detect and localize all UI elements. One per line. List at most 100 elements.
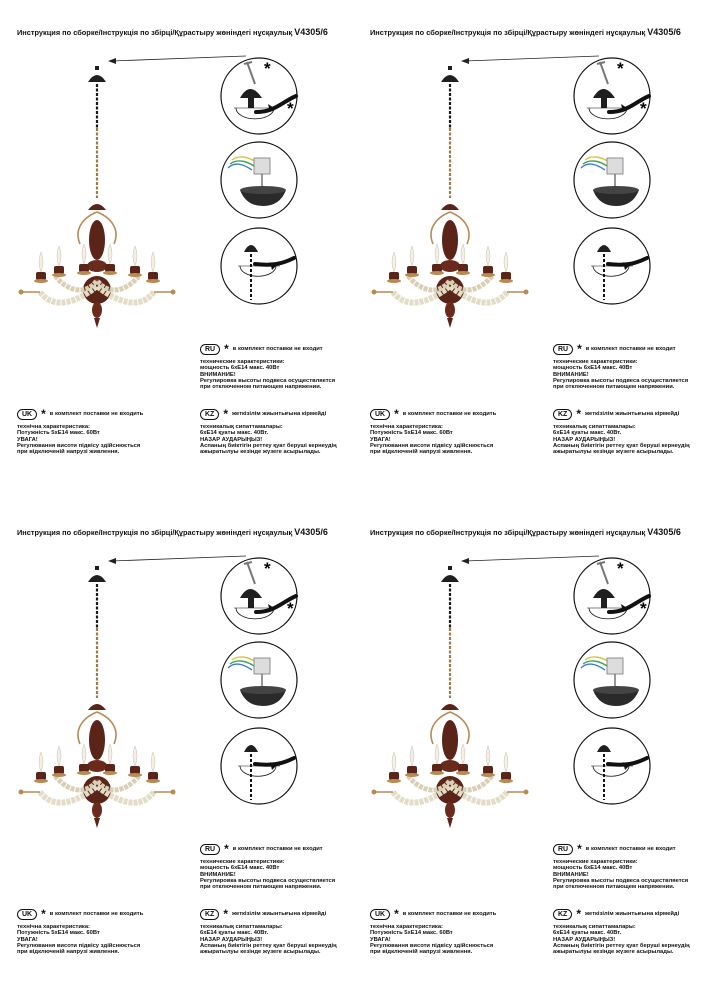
spec-line: Потужність 5хЕ14 макс. 60Вт <box>370 430 453 437</box>
detail-circle-canopy-fixing <box>220 727 298 805</box>
instruction-panel: Инструкция по сборке/Інструкція по збірц… <box>0 500 353 1000</box>
kz-badge: KZ <box>553 909 573 920</box>
spec-line: УВАГА! <box>370 436 391 443</box>
kz-badge: KZ <box>553 409 573 420</box>
spec-block-ru: RU * в комплект поставки не входит техни… <box>200 343 335 390</box>
spec-line: 6хЕ14 қуаты макс. 40Вт. <box>553 430 622 437</box>
star-mark: * <box>577 842 582 856</box>
spec-line: Регулювання висоти підвісу здійснюється <box>370 942 494 949</box>
not-included-note: в комплект поставки не входит <box>585 346 676 353</box>
spec-line: ВНИМАНИЕ! <box>200 871 236 878</box>
instruction-panel: Инструкция по сборке/Інструкція по збірц… <box>353 500 706 1000</box>
detail-circle-canopy-screws <box>220 57 298 135</box>
spec-block-kz: KZ * жеткізілім жиынтығына кірмейді техн… <box>553 907 690 955</box>
page-title: Инструкция по сборке/Інструкція по збірц… <box>17 527 328 537</box>
star-mark-2: * <box>640 99 647 118</box>
spec-block-uk: UK * в комплект поставки не входить техн… <box>17 908 143 956</box>
not-included-note: в комплект поставки не входить <box>402 911 497 918</box>
not-included-note: в комплект поставки не входить <box>402 411 497 418</box>
detail-circle-wiring <box>573 641 651 719</box>
assembly-illustration: * * <box>18 55 298 328</box>
spec-line: техникалық сипаттамалары: <box>200 924 283 930</box>
detail-circle-wiring <box>220 641 298 719</box>
pointer-arrow <box>108 555 247 564</box>
spec-line: НАЗАР АУДАРЫҢЫЗ! <box>200 936 263 943</box>
spec-line: Аспаның биіктігін реттеу қуат беруші кер… <box>200 942 337 949</box>
spec-line: Потужність 5хЕ14 макс. 60Вт <box>370 930 453 937</box>
spec-line: технические характеристики: <box>200 859 285 865</box>
uk-badge: UK <box>370 909 391 920</box>
not-included-note: жеткізілім жиынтығына кірмейді <box>585 911 680 918</box>
spec-block-uk: UK * в комплект поставки не входить техн… <box>370 908 497 955</box>
spec-line: Аспаның биіктігін реттеу қуат беруші кер… <box>200 442 337 449</box>
star-mark: * <box>224 842 229 856</box>
not-included-note: в комплект поставки не входит <box>232 346 323 353</box>
spec-line: мощность 6хЕ14 макс. 40Вт <box>553 365 633 372</box>
pointer-arrow <box>461 55 600 64</box>
star-mark: * <box>577 342 582 356</box>
model-number: V4305/6 <box>647 27 681 37</box>
page-title: Инструкция по сборке/Інструкція по збірц… <box>370 527 681 537</box>
uk-badge: UK <box>17 909 38 920</box>
spec-block-ru: RU * в комплект поставки не входит техни… <box>553 342 689 390</box>
spec-line: ВНИМАНИЕ! <box>553 871 589 878</box>
chandelier-image <box>18 66 176 328</box>
title-text: Инструкция по сборке/Інструкція по збірц… <box>370 528 646 537</box>
star-mark-1: * <box>617 559 624 578</box>
spec-line: при відключеній напрузі живлення. <box>17 949 120 956</box>
spec-line: технические характеристики: <box>200 359 285 365</box>
spec-line: при відключеній напрузі живлення. <box>370 449 473 456</box>
detail-circle-canopy-screws <box>573 557 651 635</box>
spec-line: при відключеній напрузі живлення. <box>17 449 120 456</box>
spec-line: мощность 6хЕ14 макс. 40Вт <box>200 865 280 872</box>
star-mark: * <box>576 407 582 421</box>
star-mark: * <box>223 407 229 421</box>
spec-block-kz: KZ * жеткізілім жиынтығына кірмейді техн… <box>200 908 337 955</box>
detail-circle-wiring <box>573 141 651 219</box>
chandelier-image <box>371 66 529 328</box>
spec-line: при отключенном питающем напряжении. <box>200 884 322 891</box>
star-mark-1: * <box>264 59 271 78</box>
pointer-arrow <box>108 55 247 64</box>
detail-circle-canopy-screws <box>573 57 651 135</box>
assembly-illustration: * * <box>18 555 298 828</box>
spec-line: технічна характеристика: <box>17 924 90 930</box>
star-mark-1: * <box>617 59 624 78</box>
spec-line: 6хЕ14 қуаты макс. 40Вт. <box>200 930 269 937</box>
spec-line: техникалық сипаттамалары: <box>553 424 636 430</box>
not-included-note: жеткізілім жиынтығына кірмейді <box>232 411 327 418</box>
not-included-note: жеткізілім жиынтығына кірмейді <box>232 911 327 918</box>
ru-badge: RU <box>553 344 574 355</box>
star-mark: * <box>576 907 582 921</box>
ru-badge: RU <box>553 844 574 855</box>
instruction-panel: Инструкция по сборке/Інструкція по збірц… <box>0 0 353 500</box>
detail-circle-canopy-screws <box>220 557 298 635</box>
spec-line: НАЗАР АУДАРЫҢЫЗ! <box>553 436 616 443</box>
spec-line: 6хЕ14 қуаты макс. 40Вт. <box>553 930 622 937</box>
spec-line: НАЗАР АУДАРЫҢЫЗ! <box>553 936 616 943</box>
star-mark-2: * <box>640 599 647 618</box>
spec-block-ru: RU * в комплект поставки не входит техни… <box>200 842 335 891</box>
spec-line: ВНИМАНИЕ! <box>200 371 236 378</box>
assembly-illustration: * * <box>371 55 651 328</box>
uk-badge: UK <box>370 409 391 420</box>
spec-line: Регулировка высоты подвеса осуществляетс… <box>553 377 689 384</box>
not-included-note: жеткізілім жиынтығына кірмейді <box>585 411 680 418</box>
kz-badge: KZ <box>200 409 220 420</box>
spec-line: ажыратылуы кезінде жүзеге асырылады. <box>553 449 674 456</box>
spec-line: технічна характеристика: <box>370 424 443 430</box>
pointer-arrow <box>461 555 600 564</box>
instruction-panel: Инструкция по сборке/Інструкція по збірц… <box>353 0 706 500</box>
spec-line: Аспаның биіктігін реттеу қуат беруші кер… <box>553 442 690 449</box>
spec-line: Регулювання висоти підвісу здійснюється <box>370 442 494 449</box>
ru-badge: RU <box>200 844 221 855</box>
spec-block-kz: KZ * жеткізілім жиынтығына кірмейді техн… <box>553 407 690 456</box>
spec-line: ажыратылуы кезінде жүзеге асырылады. <box>200 449 321 456</box>
model-number: V4305/6 <box>294 527 328 537</box>
spec-block-uk: UK * в комплект поставки не входить техн… <box>17 408 143 456</box>
spec-line: мощность 6хЕ14 макс. 40Вт <box>553 865 633 872</box>
spec-line: 6хЕ14 қуаты макс. 40Вт. <box>200 430 269 437</box>
spec-line: УВАГА! <box>17 436 38 443</box>
title-text: Инструкция по сборке/Інструкція по збірц… <box>17 528 293 537</box>
star-mark-2: * <box>287 599 294 618</box>
